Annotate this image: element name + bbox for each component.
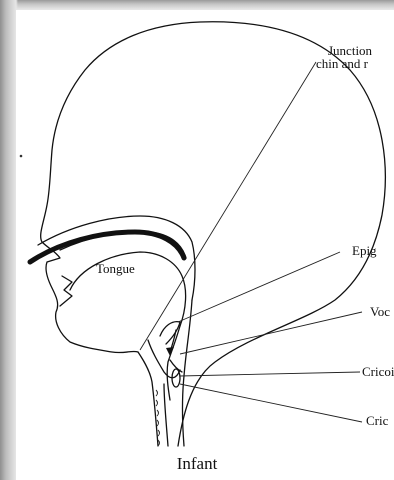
junction-leader — [140, 62, 316, 350]
pharynx-posterior — [183, 300, 193, 446]
label-vocal: Voc — [370, 305, 390, 319]
cricoid-leader2 — [180, 384, 362, 422]
label-junction-line2: chin and r — [316, 57, 368, 71]
trachea-wall — [164, 384, 168, 446]
cricoid-leader1 — [180, 372, 360, 376]
label-cricoid-1: Cricoid — [362, 365, 394, 379]
nasal-cavity — [38, 216, 195, 300]
vocal-arrowhead — [166, 347, 174, 356]
epiglottis-shape — [160, 322, 180, 344]
head-outline — [41, 22, 386, 446]
neck-front — [138, 352, 158, 446]
speck — [20, 155, 23, 158]
label-cricoid-2: Cric — [366, 414, 388, 428]
pharynx-anterior — [167, 326, 180, 400]
label-epiglottis: Epig — [352, 244, 377, 258]
label-tongue: Tongue — [96, 262, 135, 276]
caption: Infant — [0, 454, 394, 474]
arytenoid — [170, 360, 182, 372]
mouth-lips — [60, 276, 72, 306]
larynx-outline — [148, 340, 180, 378]
vocal-leader — [180, 312, 362, 354]
